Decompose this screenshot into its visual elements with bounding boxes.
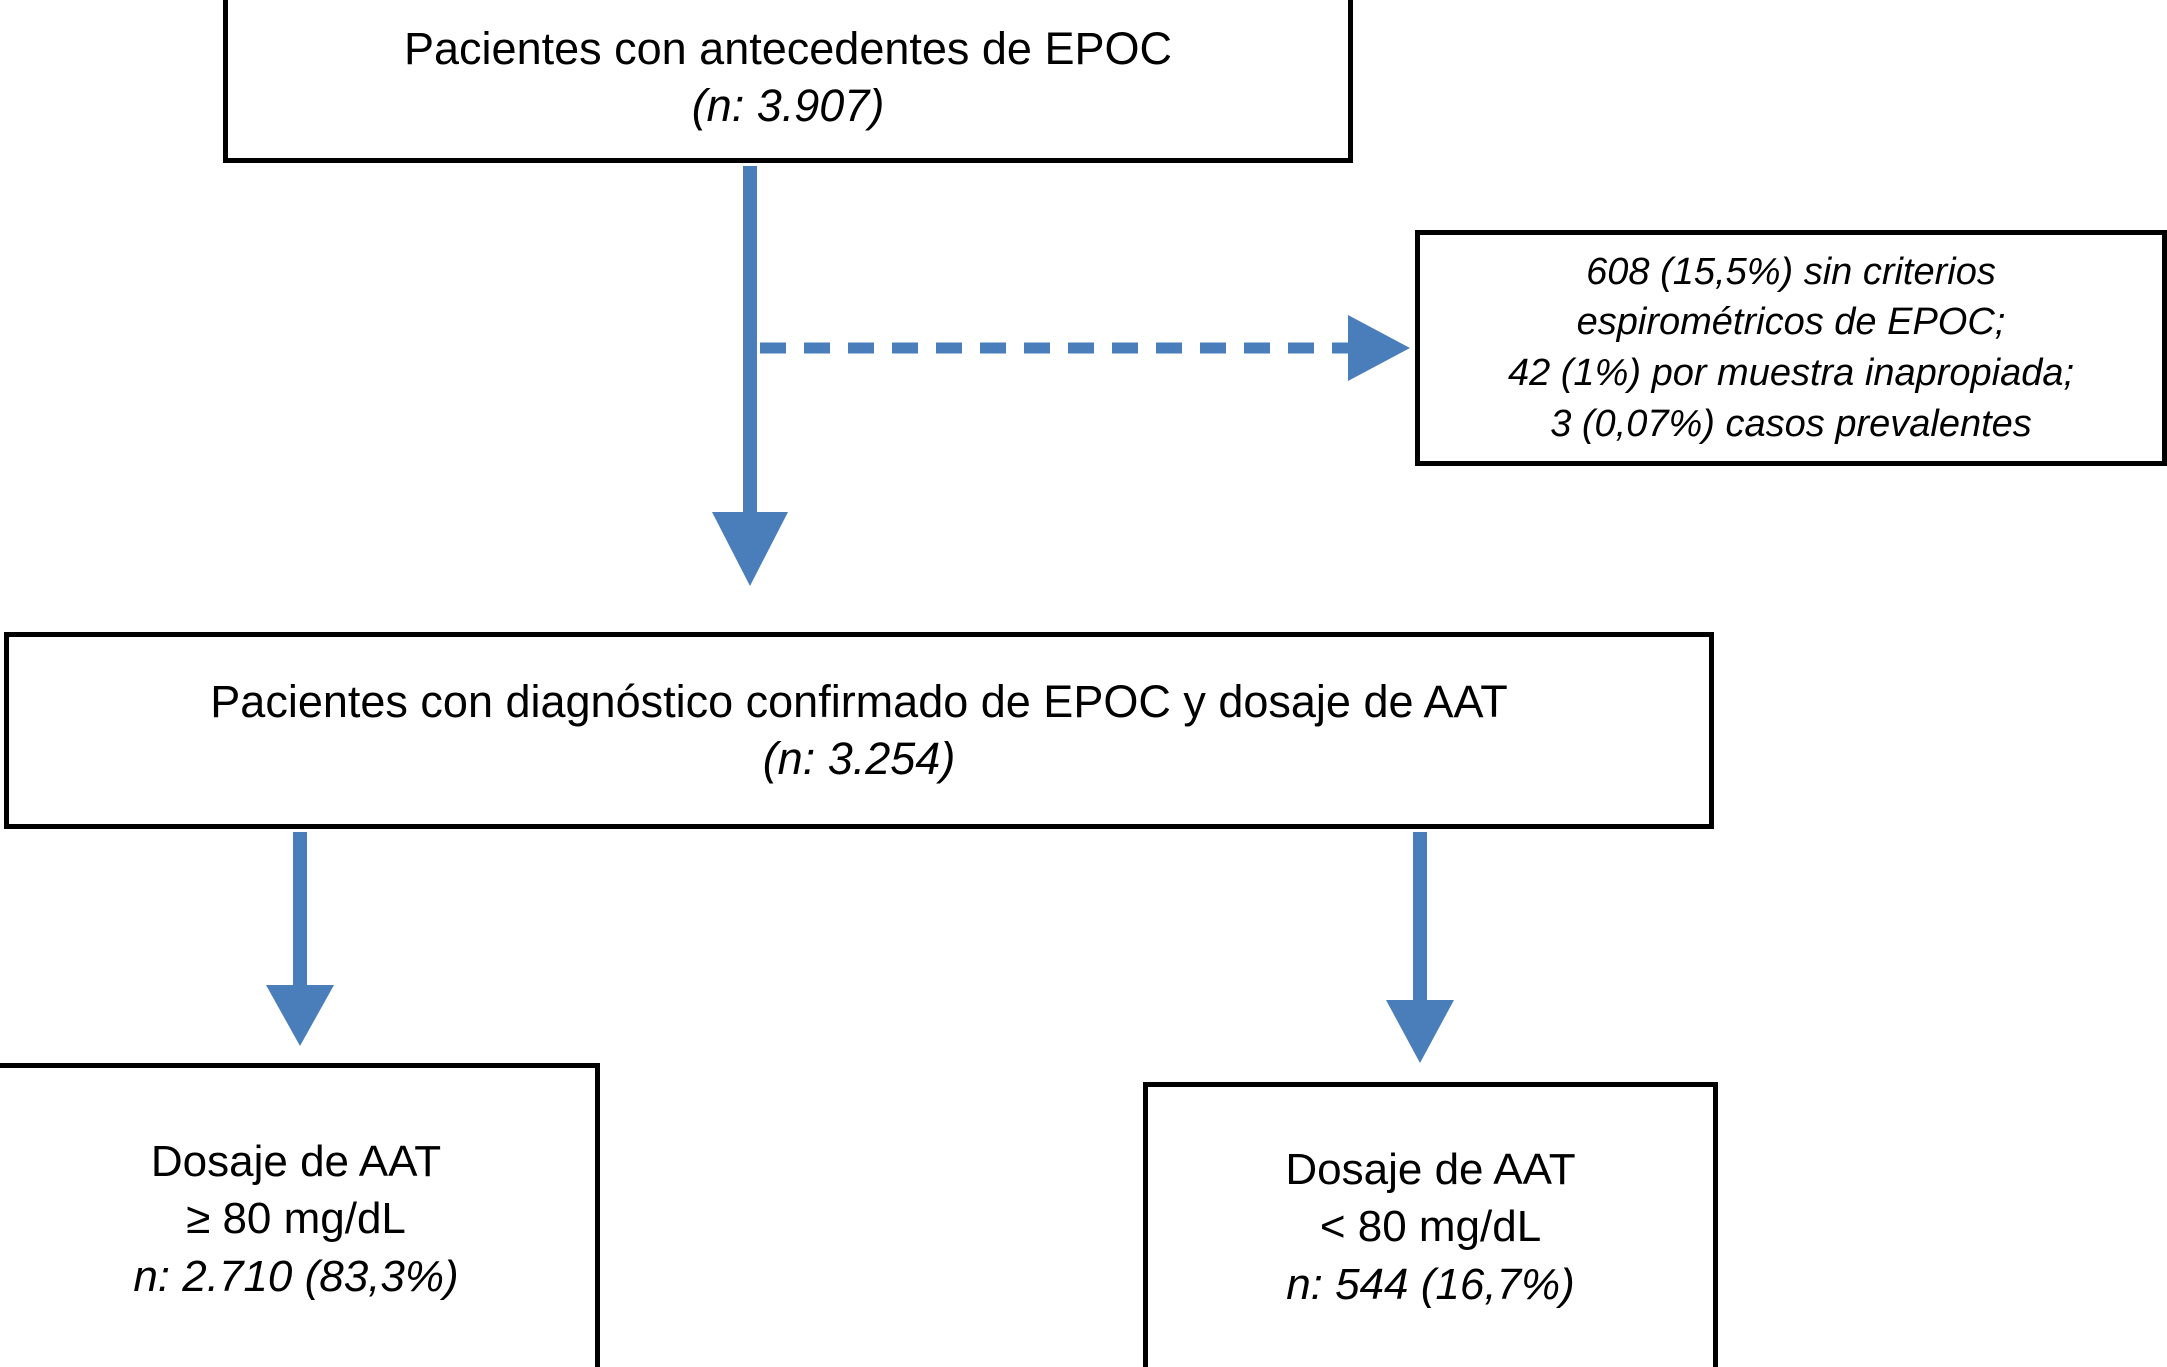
node-excluded-line4: 3 (0,07%) casos prevalentes: [1550, 402, 2032, 445]
node-confirmed: Pacientes con diagnóstico confirmado de …: [4, 632, 1714, 829]
node-aat-low-line2: < 80 mg/dL: [1319, 1202, 1542, 1252]
node-cohort-line2: (n: 3.907): [691, 79, 885, 131]
node-aat-high: Dosaje de AAT ≥ 80 mg/dL n: 2.710 (83,3%…: [0, 1063, 600, 1367]
node-excluded-line2: espirométricos de EPOC;: [1576, 301, 2006, 344]
node-cohort-line1: Pacientes con antecedentes de EPOC: [404, 22, 1172, 74]
node-confirmed-line2: (n: 3.254): [762, 732, 956, 784]
node-excluded: 608 (15,5%) sin criterios espirométricos…: [1415, 230, 2167, 466]
node-aat-high-line1: Dosaje de AAT: [150, 1137, 442, 1187]
node-aat-low-line3: n: 544 (16,7%): [1286, 1259, 1575, 1309]
node-excluded-line1: 608 (15,5%) sin criterios: [1586, 250, 1996, 293]
node-confirmed-line1: Pacientes con diagnóstico confirmado de …: [210, 675, 1508, 727]
node-aat-low: Dosaje de AAT < 80 mg/dL n: 544 (16,7%): [1143, 1082, 1718, 1367]
node-aat-low-line1: Dosaje de AAT: [1285, 1145, 1576, 1195]
arrow-cohort-to-confirmed: [712, 166, 788, 586]
arrow-confirmed-to-low: [1386, 832, 1454, 1063]
arrow-confirmed-to-high: [266, 832, 334, 1046]
node-excluded-line3: 42 (1%) por muestra inapropiada;: [1507, 352, 2075, 394]
node-aat-high-line3: n: 2.710 (83,3%): [133, 1251, 459, 1301]
arrow-cohort-to-excluded: [760, 315, 1410, 381]
node-aat-high-line2: ≥ 80 mg/dL: [186, 1194, 406, 1244]
node-cohort: Pacientes con antecedentes de EPOC (n: 3…: [223, 0, 1353, 163]
